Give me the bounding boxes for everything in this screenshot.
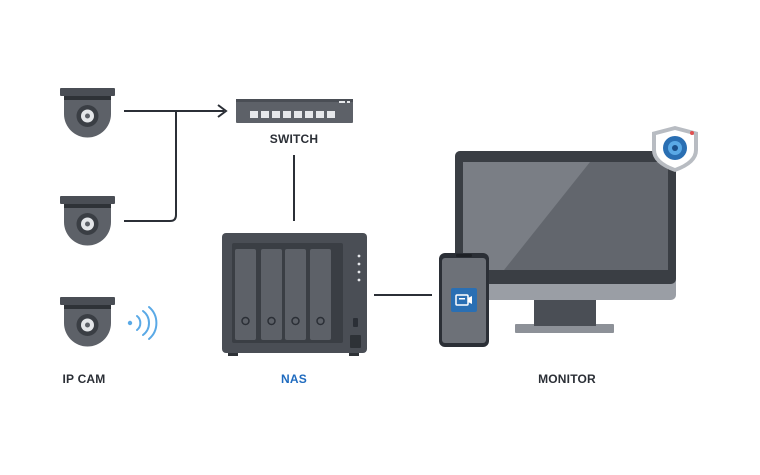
- network-switch-icon: [236, 99, 353, 123]
- arrow-head: [217, 104, 228, 118]
- ipcam-label: IP CAM: [62, 372, 106, 386]
- camera2-to-switch-line: [124, 111, 177, 222]
- nas-icon: [222, 233, 367, 356]
- wifi-signal-icon: [127, 306, 158, 340]
- switch-label: SWITCH: [269, 132, 319, 146]
- surveillance-badge-icon: [652, 126, 698, 172]
- smartphone-icon: [439, 253, 489, 347]
- connection-lines: [124, 104, 432, 296]
- dome-camera-icon: [60, 88, 115, 138]
- monitor-icon: [455, 151, 676, 333]
- nas-label: NAS: [281, 372, 307, 386]
- monitor-label: MONITOR: [538, 372, 596, 386]
- dome-camera-icon: [60, 196, 115, 246]
- dome-camera-icon: [60, 297, 115, 347]
